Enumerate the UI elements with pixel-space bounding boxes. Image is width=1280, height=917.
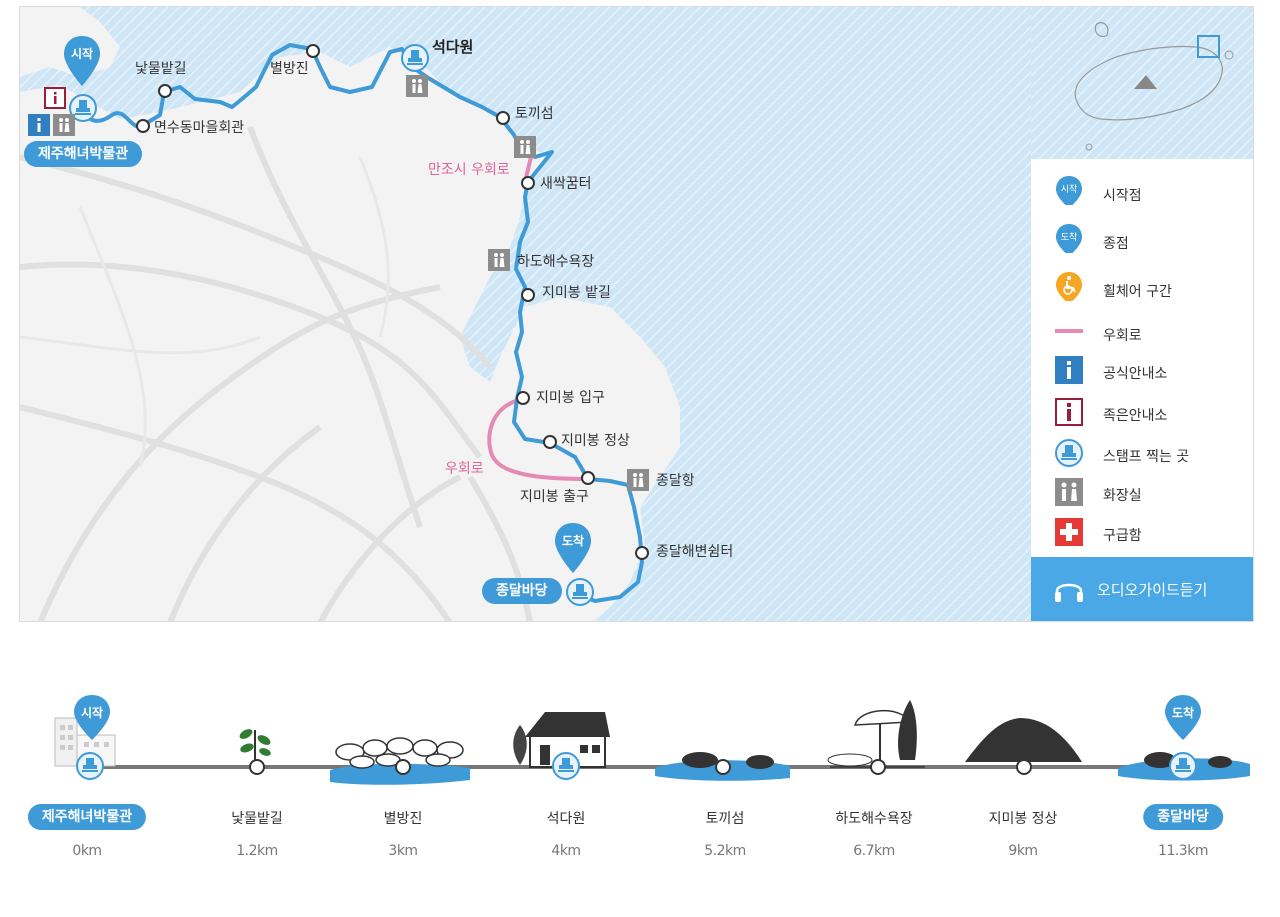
timeline-stop-marker: [870, 759, 886, 775]
timeline-graphic: 시작: [54, 695, 1250, 785]
timeline-stop-4-name[interactable]: 토끼섬: [705, 811, 745, 827]
place-jimi-entry[interactable]: 지미봉 입구: [536, 390, 605, 406]
svg-text:도착: 도착: [562, 533, 584, 548]
place-jongdal-rest[interactable]: 종달해변쉼터: [656, 544, 734, 560]
mountain-icon: [965, 718, 1082, 762]
start-pin-icon: [74, 695, 110, 740]
timeline-stop-3-dist: 4km: [551, 843, 581, 859]
course-map: 시작 제주해녀박물관 낯물밭길 별방진 석다원 면수동마을회관 토끼섬 새싹꿈터…: [19, 6, 1254, 622]
legend-item-start: 시작 시작점: [1031, 175, 1253, 209]
timeline-stop-marker: [395, 759, 411, 775]
timeline-stop-1-dist: 1.2km: [236, 843, 278, 859]
restroom-icon: [1055, 478, 1083, 506]
legend-item-stamp: 스탬프 찍는 곳: [1031, 436, 1253, 470]
first-aid-icon: [1055, 518, 1083, 546]
timeline-stop-marker: [715, 759, 731, 775]
start-pin-icon: 시작: [64, 36, 100, 86]
place-hado[interactable]: 하도해수욕장: [517, 254, 595, 270]
sprout-icon: [239, 729, 271, 762]
stamp-icon: [566, 578, 594, 606]
official-info-icon: [1055, 356, 1083, 384]
timeline-stamp-icon: [552, 752, 580, 780]
audio-guide-label: 오디오가이드듣기: [1097, 581, 1208, 599]
timeline-stop-6-dist: 9km: [1008, 843, 1038, 859]
end-pin-icon: [1165, 695, 1201, 740]
legend-list: 시작 시작점 도착 종점 휠체어 구간: [1031, 159, 1253, 557]
place-yeonsu[interactable]: 면수동마을회관: [154, 120, 245, 136]
end-point-label[interactable]: 종달바당: [482, 578, 562, 604]
detour-line-icon: [1055, 329, 1083, 333]
place-jimi-bat[interactable]: 지미봉 밭길: [542, 285, 611, 301]
detour-high-tide-label: 만조시 우회로: [428, 162, 510, 178]
legend-item-detour: 우회로: [1031, 315, 1253, 349]
timeline-stop-4-dist: 5.2km: [704, 843, 746, 859]
svg-text:시작: 시작: [81, 705, 103, 720]
place-tokki[interactable]: 토끼섬: [515, 106, 554, 122]
restroom-icon: [406, 75, 428, 97]
svg-text:도착: 도착: [1172, 705, 1194, 720]
stamp-icon: [69, 94, 97, 122]
stamp-icon: [1055, 439, 1083, 467]
timeline-stop-marker: [1016, 759, 1032, 775]
svg-text:시작: 시작: [71, 46, 93, 61]
svg-text:시작: 시작: [1061, 184, 1078, 195]
detour-label: 우회로: [445, 461, 484, 477]
place-jimi-exit[interactable]: 지미봉 출구: [520, 489, 589, 505]
small-info-icon: [1055, 398, 1083, 426]
official-info-icon: [28, 114, 50, 136]
place-jongdal-port[interactable]: 종달항: [656, 473, 695, 489]
course-timeline: 시작: [0, 690, 1280, 890]
timeline-stamp-icon: [1169, 752, 1197, 780]
timeline-stop-6-name[interactable]: 지미봉 정상: [988, 811, 1058, 827]
small-info-icon: [44, 87, 66, 109]
timeline-stop-2-name[interactable]: 별방진: [383, 811, 423, 827]
audio-guide-button[interactable]: 오디오가이드듣기: [1031, 557, 1253, 621]
svg-text:도착: 도착: [1061, 232, 1078, 243]
timeline-stamp-icon: [76, 752, 104, 780]
legend-item-small-info: 족은안내소: [1031, 395, 1253, 429]
wheelchair-icon: [1056, 272, 1082, 301]
place-natmul[interactable]: 낯물밭길: [135, 61, 187, 77]
legend-item-wheelchair: 휠체어 구간: [1031, 271, 1253, 305]
timeline-stop-1-name[interactable]: 낯물밭길: [231, 811, 283, 827]
timeline-stop-5-name[interactable]: 하도해수욕장: [835, 811, 913, 827]
timeline-stop-7-dist: 11.3km: [1158, 843, 1208, 859]
end-pin-icon: 도착: [555, 523, 591, 573]
timeline-stop-2-dist: 3km: [388, 843, 418, 859]
timeline-stop-5-dist: 6.7km: [853, 843, 895, 859]
timeline-stop-3-name[interactable]: 석다원: [546, 811, 586, 827]
start-pin-icon: 시작: [1056, 176, 1082, 205]
timeline-stop-marker: [249, 759, 265, 775]
restroom-icon: [627, 469, 649, 491]
legend-panel: 시작 시작점 도착 종점 휠체어 구간: [1031, 7, 1253, 621]
restroom-icon: [488, 249, 510, 271]
timeline-stop-7-name[interactable]: 종달바당: [1143, 804, 1223, 830]
timeline-stop-0-dist: 0km: [72, 843, 102, 859]
beach-umbrella-icon: [827, 700, 925, 768]
restroom-icon: [53, 114, 75, 136]
legend-item-official-info: 공식안내소: [1031, 353, 1253, 387]
end-pin-icon: 도착: [1056, 224, 1082, 253]
jeju-minimap: [1031, 7, 1253, 159]
restroom-icon: [514, 136, 536, 158]
stamp-icon: [401, 44, 429, 72]
place-jimi-top[interactable]: 지미봉 정상: [561, 433, 630, 449]
headphones-icon: [1055, 583, 1083, 602]
legend-item-first-aid: 구급함: [1031, 515, 1253, 549]
start-point-label[interactable]: 제주해녀박물관: [24, 141, 143, 167]
place-saessak[interactable]: 새싹꿈터: [540, 176, 592, 192]
timeline-stop-0-name[interactable]: 제주해녀박물관: [27, 804, 147, 830]
legend-item-restroom: 화장실: [1031, 475, 1253, 509]
place-seokdawon[interactable]: 석다원: [432, 38, 474, 56]
legend-item-end: 도착 종점: [1031, 223, 1253, 257]
place-byeolbang[interactable]: 별방진: [270, 61, 309, 77]
